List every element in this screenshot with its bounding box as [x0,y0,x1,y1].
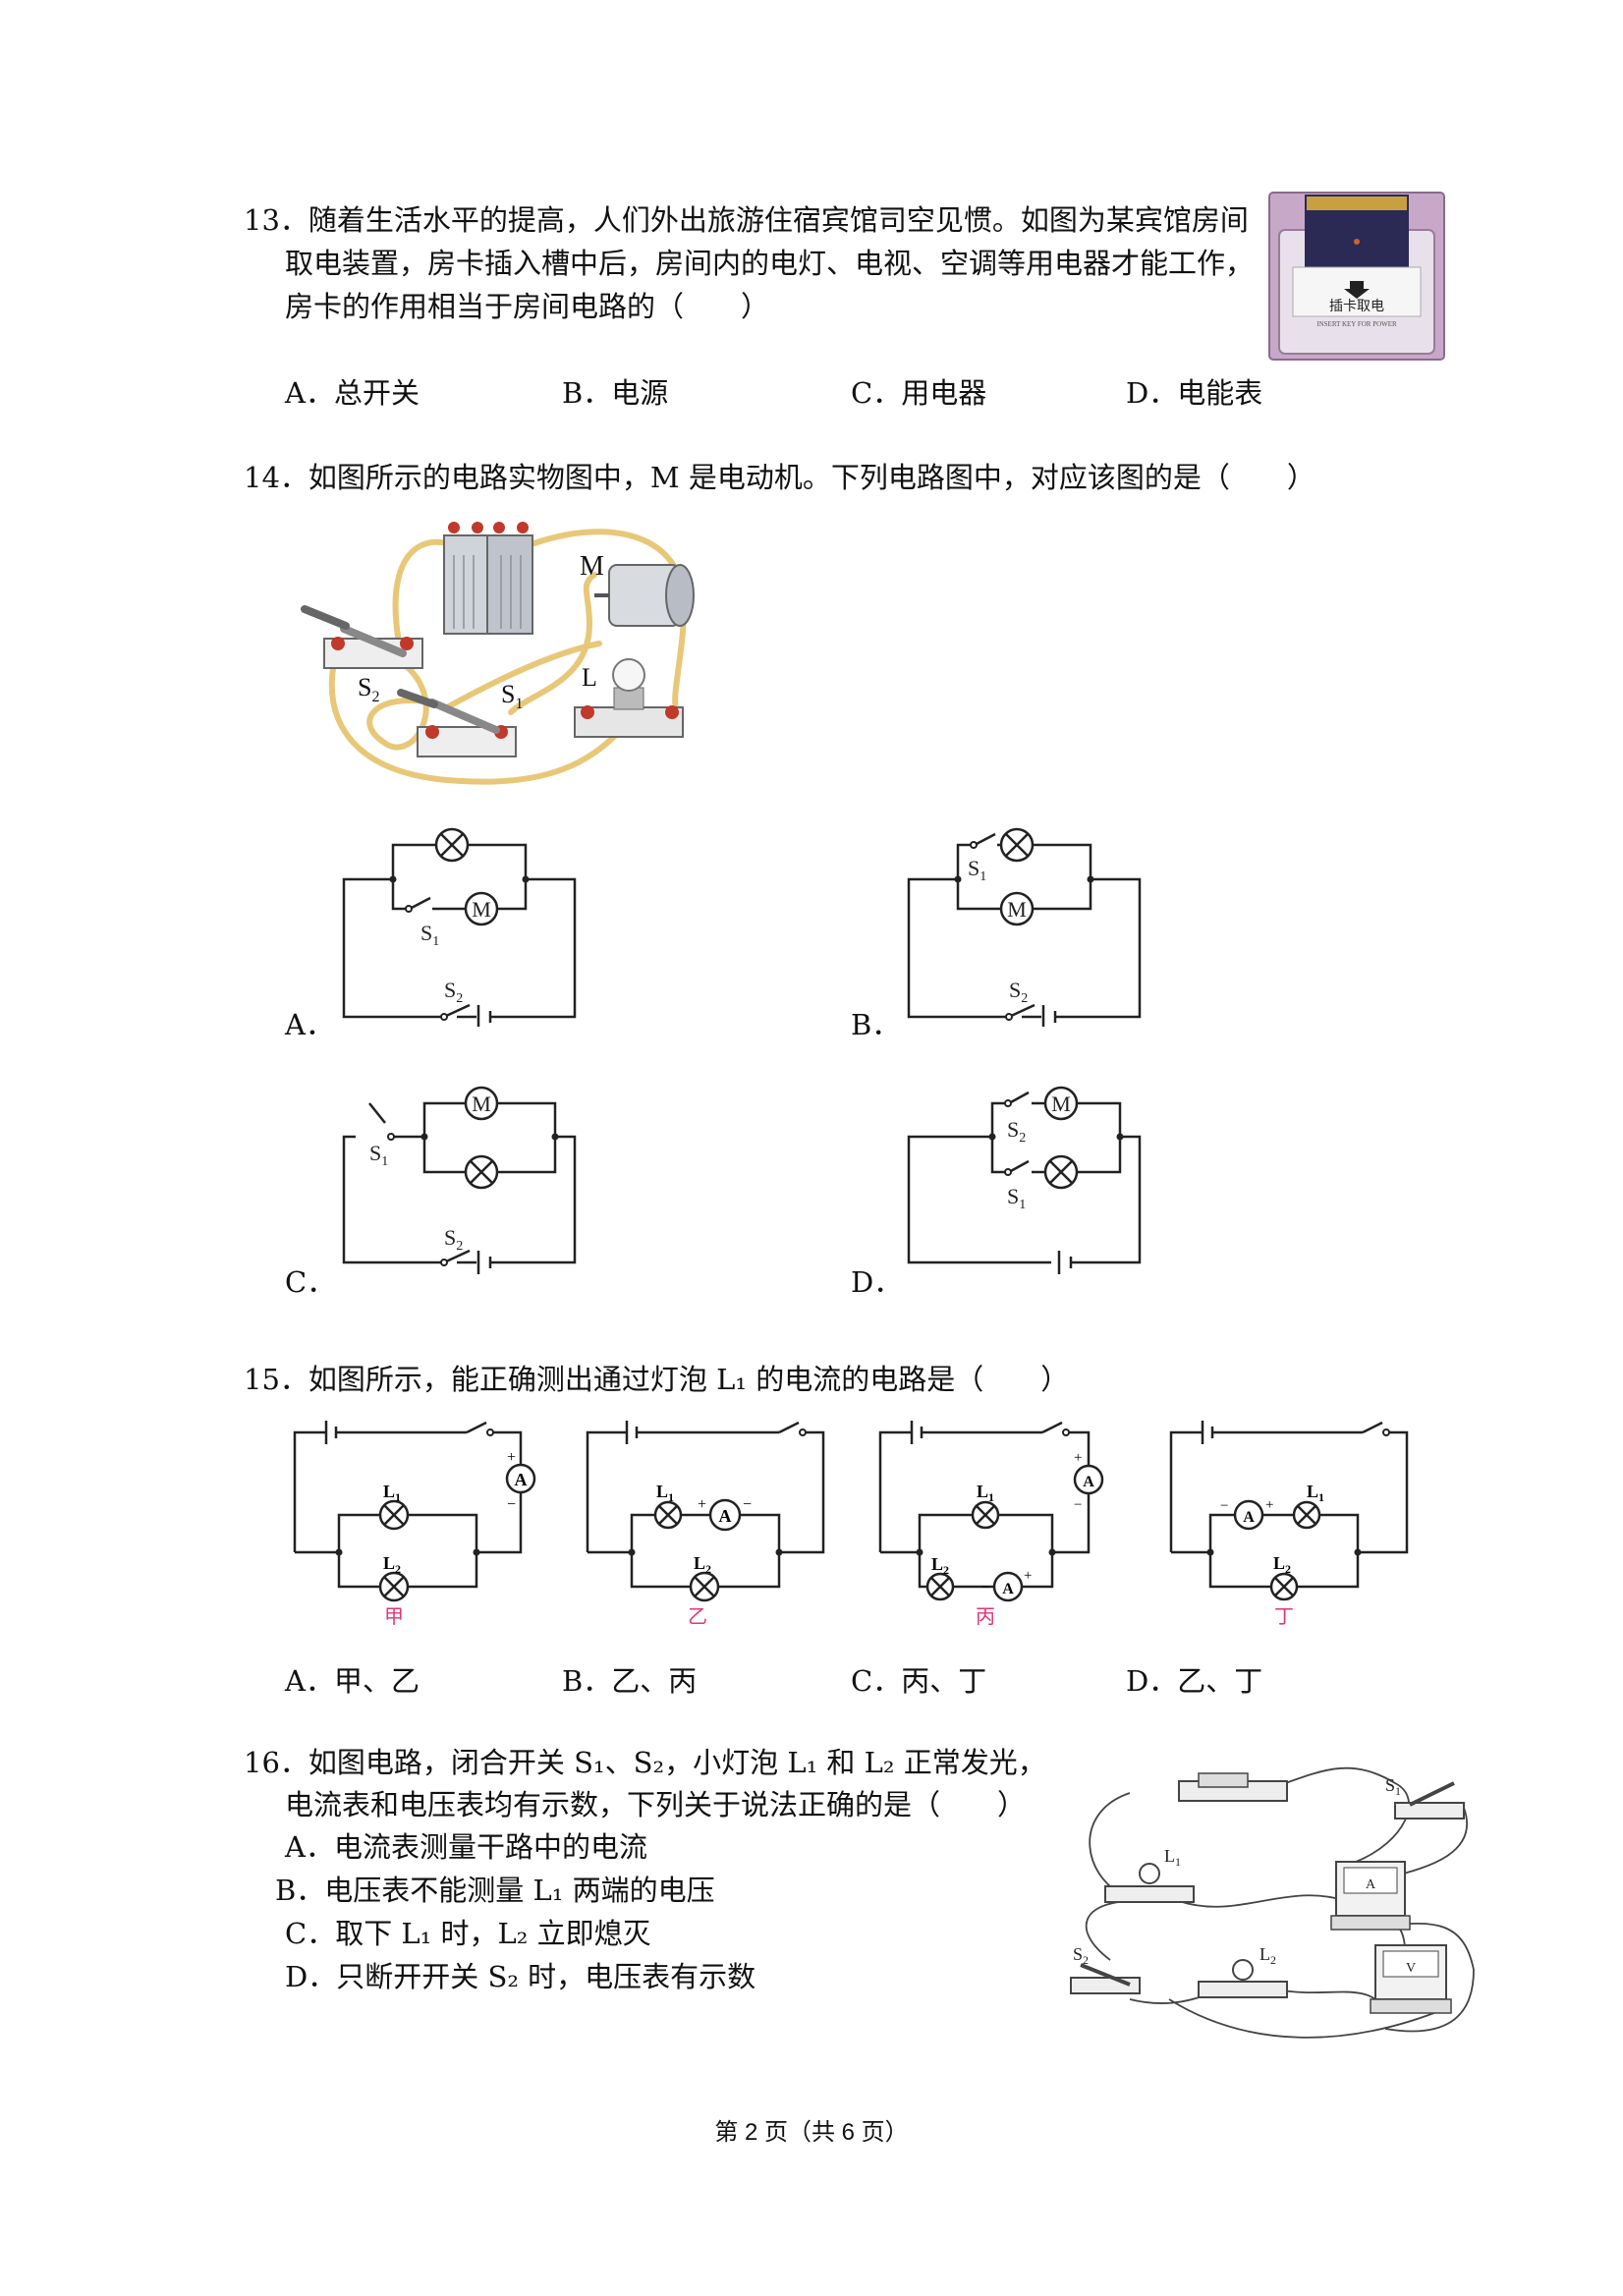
q14-physical-circuit: M S2 S1 L [301,522,695,785]
q15-ding-name: 丁 [1274,1606,1294,1628]
q14-d-motor: M [1051,1092,1071,1116]
q16-option-b: B．电压表不能测量 L₁ 两端的电压 [275,1874,715,1907]
q16-voltmeter-label: V [1406,1961,1416,1976]
q15-bing-ammeter-main: A [1083,1474,1094,1490]
card-slot-sublabel: INSERT KEY FOR POWER [1316,320,1397,328]
q14-circuit-a: M S1 S2 [342,827,577,1027]
q14-b-motor: M [1007,897,1027,922]
q14-option-a-label: A． [285,1008,334,1041]
q14-b-s2: S2 [1009,978,1028,1006]
q14-s1-label: S1 [501,680,523,712]
q14-circuit-b: M S1 S2 [907,827,1142,1027]
q15-option-c: C．丙、丁 [851,1664,987,1698]
q13-option-a: A．总开关 [285,376,420,410]
q15-yi-name: 乙 [688,1606,707,1628]
q15-circuit-jia: A + − L1 L2 甲 [293,1421,536,1628]
q16-option-c: C．取下 L₁ 时，L₂ 立即熄灭 [285,1917,651,1950]
q15-jia-ammeter: A [515,1470,528,1489]
q16-option-a: A．电流表测量干路中的电流 [285,1830,647,1864]
q14-option-d-label: D． [851,1265,903,1299]
q15-bing-name: 丙 [976,1606,995,1628]
q15-yi-l2: L2 [694,1553,711,1576]
q15-ding-minus: − [1220,1498,1228,1514]
q15-bing-minus: − [981,1580,989,1596]
q13-line-3: 房卡的作用相当于房间电路的（ ） [285,290,770,323]
q15-yi-minus: − [743,1496,752,1513]
q13-option-d: D．电能表 [1126,376,1263,410]
q15-yi-l1: L1 [656,1482,674,1504]
q15-jia-l2: L2 [383,1553,401,1576]
q13-option-b: B．电源 [562,376,669,410]
q14-s2-label: S2 [358,673,379,705]
q16-s1-label: S1 [1385,1775,1401,1798]
q15-option-a: A．甲、乙 [285,1664,420,1698]
q15-bing-minus-main: − [1074,1497,1082,1513]
q15-ding-plus: + [1265,1497,1273,1513]
q15-bing-plus: + [1024,1568,1032,1584]
q15-bing-l1: L1 [977,1482,994,1504]
q15-stem: 15．如图所示，能正确测出通过灯泡 L₁ 的电流的电路是（ ） [244,1363,1070,1396]
q14-stem: 14．如图所示的电路实物图中，M 是电动机。下列电路图中，对应该图的是（ ） [244,461,1315,494]
q13-line-1: 13．随着生活水平的提高，人们外出旅游住宿宾馆司空见惯。如图为某宾馆房间 [244,203,1249,237]
page-footer: 第 2 页（共 6 页） [714,2119,909,2146]
q16-physical-circuit: S1 L1 A S2 L2 V [1070,1766,1475,2039]
q15-ding-l1: L1 [1307,1482,1324,1504]
q14-option-b-label: B． [851,1008,901,1041]
q15-option-b: B．乙、丙 [562,1664,698,1698]
q14-c-s1: S1 [369,1141,388,1169]
q14-d-s2: S2 [1007,1117,1026,1146]
q16-l2-label: L2 [1259,1944,1276,1967]
q16-line-1: 16．如图电路，闭合开关 S₁、S₂，小灯泡 L₁ 和 L₂ 正常发光， [244,1746,1046,1779]
q16-option-d: D．只断开开关 S₂ 时，电压表有示数 [285,1960,756,1993]
q14-b-s1: S1 [968,856,986,884]
q13-option-c: C．用电器 [851,376,987,410]
q15-ding-ammeter: A [1243,1509,1255,1526]
q15-bing-l2: L2 [931,1554,949,1577]
q15-ding-l2: L2 [1273,1553,1291,1576]
q14-a-s2: S2 [444,978,463,1006]
q14-a-s1: S1 [420,921,439,949]
q15-option-d: D．乙、丁 [1126,1664,1263,1698]
q14-option-c-label: C． [285,1265,336,1299]
q15-jia-plus: + [507,1449,516,1466]
q15-bing-plus-main: + [1074,1450,1082,1466]
q13-line-2: 取电装置，房卡插入槽中后，房间内的电灯、电视、空调等用电器才能工作， [285,247,1255,280]
q14-a-motor: M [472,897,491,922]
q15-circuit-bing: A A − + + − L1 L2 丙 [878,1421,1104,1628]
q15-jia-name: 甲 [384,1606,404,1628]
q16-s2-label: S2 [1073,1944,1089,1967]
q16-l1-label: L1 [1164,1846,1181,1869]
q15-circuit-yi: A + − L1 L2 乙 [586,1421,825,1628]
q14-d-s1: S1 [1007,1184,1026,1212]
q15-yi-ammeter: A [719,1506,732,1526]
q14-circuit-d: M S2 S1 [907,1086,1142,1274]
power-card-slot-image: 插卡取电 INSERT KEY FOR POWER [1268,192,1445,361]
card-slot-label: 插卡取电 [1329,299,1384,314]
q14-lamp-label: L [582,663,597,692]
q14-c-motor: M [472,1092,491,1116]
q15-jia-l1: L1 [383,1482,401,1504]
q15-bing-ammeter: A [1002,1581,1014,1597]
q16-ammeter-label: A [1366,1877,1376,1892]
q14-circuit-c: M S1 S2 [342,1086,577,1274]
q14-c-s2: S2 [444,1225,463,1254]
q15-jia-minus: − [507,1496,516,1513]
q15-yi-plus: + [698,1496,706,1513]
q14-motor-label: M [580,551,604,582]
q16-line-2: 电流表和电压表均有示数，下列关于说法正确的是（ ） [285,1788,1027,1821]
q15-circuit-ding: A − + L1 L2 丁 [1169,1421,1409,1628]
